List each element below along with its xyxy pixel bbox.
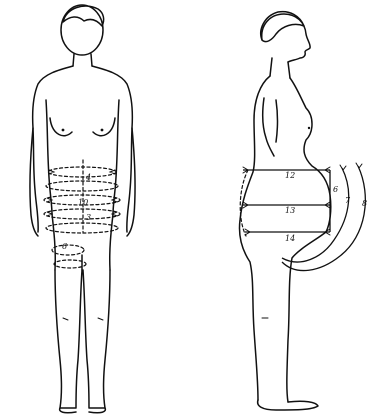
front-label-3: 3	[86, 213, 91, 222]
side-label-13: 13	[285, 206, 295, 215]
front-torso-right	[92, 66, 132, 232]
front-label-2: 10	[78, 198, 88, 207]
side-back	[239, 76, 270, 400]
front-left-leg	[55, 270, 82, 408]
side-label-14: 14	[285, 234, 295, 243]
side-label-12: 12	[285, 171, 295, 180]
side-head	[262, 14, 310, 62]
front-label-1: 4	[85, 173, 91, 182]
side-label-8: 8	[362, 199, 367, 208]
side-label-6: 6	[333, 185, 338, 194]
side-hair	[261, 12, 304, 42]
front-label-4: 6	[62, 242, 67, 251]
front-hair	[63, 6, 104, 26]
side-measurements: 12 6 7 8 13 14	[240, 163, 367, 271]
front-torso-left	[33, 66, 73, 232]
front-right-leg	[83, 270, 110, 408]
side-label-7: 7	[345, 196, 351, 205]
